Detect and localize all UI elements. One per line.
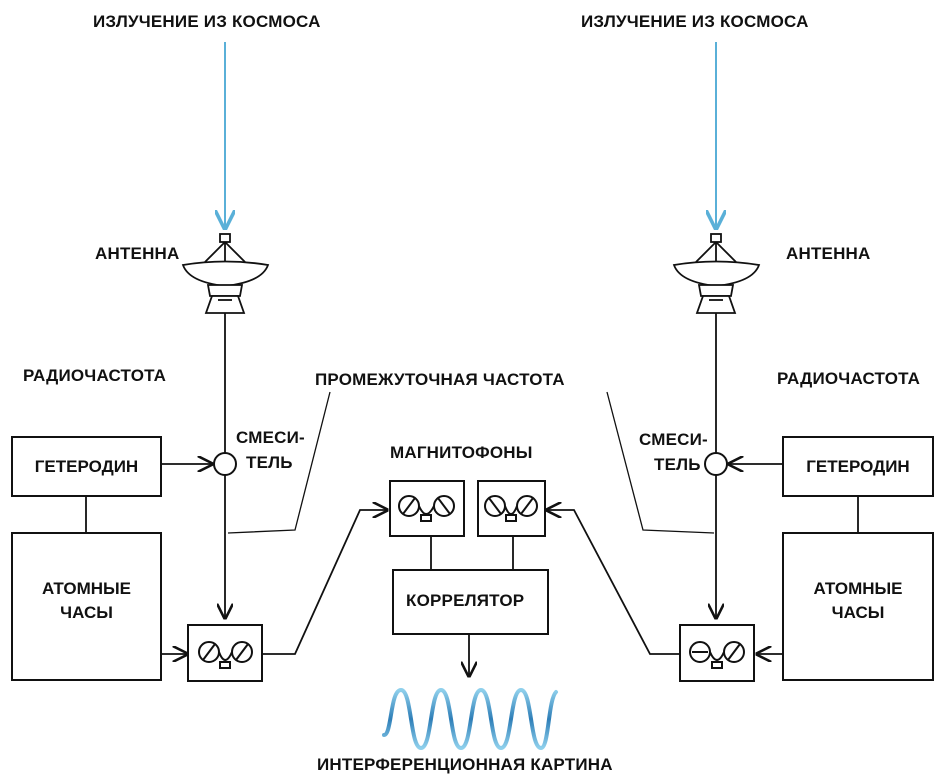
tape-transport-right — [547, 510, 680, 655]
cosmic-label-left: ИЗЛУЧЕНИЕ ИЗ КОСМОСА — [93, 12, 321, 31]
clock-box-right — [782, 532, 934, 681]
clock-label-left-line2: ЧАСЫ — [60, 603, 113, 622]
radio-frequency-label-right: РАДИОЧАСТОТА — [777, 369, 921, 388]
tape-recorder-icon — [187, 624, 263, 682]
mixer-label-left-line2: ТЕЛЬ — [246, 453, 293, 472]
clock-label-right-line2: ЧАСЫ — [831, 603, 885, 622]
antenna-label-left: АНТЕННА — [95, 244, 180, 263]
heterodyne-label-right: ГЕТЕРОДИН — [806, 457, 910, 476]
interference-wave — [382, 687, 558, 751]
dish-antenna-icon — [672, 233, 761, 314]
cosmic-label-right: ИЗЛУЧЕНИЕ ИЗ КОСМОСА — [581, 12, 809, 31]
correlator-label: КОРРЕЛЯТОР — [406, 591, 525, 610]
clock-box-left — [11, 532, 162, 681]
mixer-label-left-line1: СМЕСИ- — [236, 428, 305, 447]
clock-label-left-line1: АТОМНЫЕ — [41, 579, 132, 598]
radio-frequency-label-left: РАДИОЧАСТОТА — [23, 366, 167, 385]
interference-label: ИНТЕРФЕРЕНЦИОННАЯ КАРТИНА — [317, 755, 613, 774]
correlator-box — [392, 569, 549, 635]
tape-transport-left — [262, 510, 387, 655]
antenna-label-right: АНТЕННА — [786, 244, 871, 263]
tape-recorder-icon — [679, 624, 755, 682]
tape-recorder-icon — [477, 480, 546, 537]
clock-label-right-line1: АТОМНЫЕ — [813, 579, 903, 598]
intermediate-frequency-label: ПРОМЕЖУТОЧНАЯ ЧАСТОТА — [315, 370, 565, 389]
dish-antenna-icon — [181, 233, 270, 314]
if-pointer-left — [227, 391, 331, 534]
mixer-label-right-line1: СМЕСИ- — [639, 430, 708, 449]
heterodyne-box-left — [11, 436, 162, 497]
heterodyne-label-left: ГЕТЕРОДИН — [34, 457, 139, 476]
heterodyne-box-right — [782, 436, 934, 497]
mixer-label-right-line2: ТЕЛЬ — [654, 455, 701, 474]
mixer-circle-icon — [704, 452, 728, 476]
mixer-circle-icon — [213, 452, 237, 476]
recorders-label: МАГНИТОФОНЫ — [390, 443, 533, 462]
if-pointer-right — [606, 391, 715, 534]
tape-recorder-icon — [389, 480, 465, 537]
